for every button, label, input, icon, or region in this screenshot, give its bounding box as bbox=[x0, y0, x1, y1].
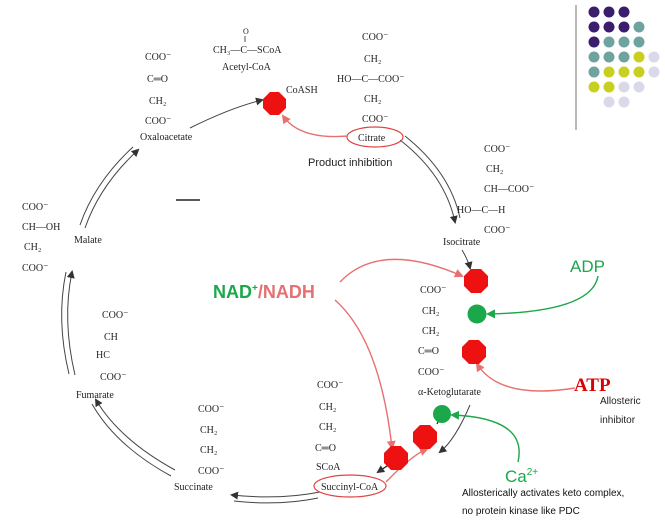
arrow-fumarate-to-malate bbox=[66, 270, 76, 376]
svg-text:CH₂: CH₂ bbox=[24, 242, 41, 253]
nad-nadh-label: NAD+/NADH bbox=[213, 282, 315, 302]
svg-text:COO⁻: COO⁻ bbox=[484, 225, 510, 236]
svg-text:CH₂: CH₂ bbox=[319, 402, 336, 413]
calcium-note-line2: no protein kinase like PDC bbox=[462, 506, 580, 517]
arrow-isocitrate-to-akg bbox=[461, 249, 473, 270]
akg-dh-octagon-upper bbox=[413, 425, 437, 449]
arrow-succinylcoa-to-succinate bbox=[230, 491, 321, 500]
alpha-ketoglutarate: COO⁻ CH₂ CH₂ C═O COO⁻ α-Ketoglutarate bbox=[418, 285, 482, 398]
nad-to-isocitrate-dh-arrow bbox=[339, 258, 464, 283]
arrow-oxaloacetate-to-citrate bbox=[189, 97, 264, 129]
svg-text:C═O: C═O bbox=[315, 443, 336, 454]
svg-text:CH₂: CH₂ bbox=[200, 425, 217, 436]
svg-text:CH₂: CH₂ bbox=[364, 94, 381, 105]
allosteric-inhibitor-label-line2: inhibitor bbox=[600, 415, 636, 426]
svg-text:Citrate: Citrate bbox=[358, 133, 386, 144]
svg-text:Succinyl-CoA: Succinyl-CoA bbox=[321, 482, 379, 493]
arrow-akg-to-succinylcoa bbox=[438, 404, 471, 454]
nad-to-akg-dh-arrow bbox=[334, 299, 396, 450]
svg-text:COO⁻: COO⁻ bbox=[317, 380, 343, 391]
citrate: COO⁻ CH₂ HO—C—COO⁻ CH₂ COO⁻ Citrate bbox=[337, 32, 405, 148]
svg-text:CH₂: CH₂ bbox=[364, 54, 381, 65]
succinyl-coa-highlight-ellipse bbox=[313, 474, 387, 498]
decorative-dot-grid bbox=[575, 5, 660, 130]
akg-dh-octagon bbox=[462, 340, 486, 364]
atp-inhibition-arrow bbox=[475, 362, 576, 392]
svg-text:HC: HC bbox=[96, 350, 110, 361]
svg-text:COO⁻: COO⁻ bbox=[145, 52, 171, 63]
svg-text:CH—COO⁻: CH—COO⁻ bbox=[484, 184, 534, 195]
svg-text:Succinate: Succinate bbox=[174, 482, 213, 493]
akg-dh-activation-site bbox=[433, 405, 451, 423]
calcium-label: Ca2+ bbox=[505, 467, 538, 486]
arrow-malate-to-oxaloacetate bbox=[84, 148, 140, 229]
svg-text:COO⁻: COO⁻ bbox=[22, 263, 48, 274]
activation-arrows bbox=[450, 275, 599, 463]
svg-text:COO⁻: COO⁻ bbox=[100, 372, 126, 383]
coash-label: CoASH bbox=[286, 85, 318, 96]
succinate: COO⁻ CH₂ CH₂ COO⁻ Succinate bbox=[174, 404, 224, 493]
regulatory-markers bbox=[263, 92, 488, 470]
malate: COO⁻ CH—OH CH₂ COO⁻ Malate bbox=[22, 202, 102, 274]
inhibition-arrows bbox=[281, 114, 576, 483]
citrate-synthase-inhibitor-octagon bbox=[263, 92, 286, 115]
svg-text:COO⁻: COO⁻ bbox=[22, 202, 48, 213]
svg-text:COO⁻: COO⁻ bbox=[420, 285, 446, 296]
svg-text:SCoA: SCoA bbox=[316, 462, 341, 473]
isocitrate-dh-octagon bbox=[464, 269, 488, 293]
svg-text:C═O: C═O bbox=[418, 346, 439, 357]
svg-text:O: O bbox=[243, 27, 249, 36]
svg-text:C═O: C═O bbox=[147, 74, 168, 85]
svg-text:CH: CH bbox=[104, 332, 118, 343]
calcium-note-line1: Allosterically activates keto complex, bbox=[462, 488, 624, 499]
svg-text:COO⁻: COO⁻ bbox=[362, 114, 388, 125]
svg-text:Oxaloacetate: Oxaloacetate bbox=[140, 132, 193, 143]
svg-text:COO⁻: COO⁻ bbox=[484, 144, 510, 155]
allosteric-inhibitor-label-line1: Allosteric bbox=[600, 396, 641, 407]
svg-text:COO⁻: COO⁻ bbox=[418, 367, 444, 378]
svg-text:CH₂: CH₂ bbox=[422, 306, 439, 317]
succinyl-coa-feedback-arrow bbox=[385, 447, 429, 483]
svg-text:Isocitrate: Isocitrate bbox=[443, 237, 481, 248]
svg-text:CH₂: CH₂ bbox=[319, 422, 336, 433]
svg-text:HO—C—COO⁻: HO—C—COO⁻ bbox=[337, 74, 405, 85]
svg-text:CH₂: CH₂ bbox=[486, 164, 503, 175]
oxaloacetate: COO⁻ C═O CH₂ COO⁻ Oxaloacetate bbox=[140, 52, 193, 143]
product-inhibition-label: Product inhibition bbox=[308, 157, 392, 169]
ca-activation-arrow bbox=[450, 410, 520, 463]
svg-text:CH₂: CH₂ bbox=[200, 445, 217, 456]
atp-label: ATP bbox=[574, 375, 611, 396]
svg-text:Fumarate: Fumarate bbox=[76, 390, 114, 401]
svg-text:COO⁻: COO⁻ bbox=[198, 404, 224, 415]
svg-text:Acetyl-CoA: Acetyl-CoA bbox=[222, 62, 272, 73]
succinyl-coa: COO⁻ CH₂ CH₂ C═O SCoA Succinyl-CoA bbox=[313, 380, 387, 498]
arrow-succinate-to-fumarate bbox=[94, 398, 176, 471]
acetyl-coa: O CH₃—C—SCoA Acetyl-CoA bbox=[213, 27, 282, 73]
arrow-citrate-to-isocitrate bbox=[399, 139, 458, 224]
svg-text:HO—C—H: HO—C—H bbox=[457, 205, 505, 216]
adp-activation-arrow bbox=[486, 275, 599, 319]
svg-text:CH₂: CH₂ bbox=[149, 96, 166, 107]
fumarate: COO⁻ CH HC COO⁻ Fumarate bbox=[76, 310, 128, 401]
cycle-arrows bbox=[61, 97, 473, 504]
isocitrate-dh-activation-site bbox=[467, 304, 487, 324]
svg-text:CH₂: CH₂ bbox=[422, 326, 439, 337]
svg-text:CH₃—C—SCoA: CH₃—C—SCoA bbox=[213, 45, 282, 56]
svg-text:COO⁻: COO⁻ bbox=[362, 32, 388, 43]
svg-text:COO⁻: COO⁻ bbox=[198, 466, 224, 477]
citrate-highlight-ellipse bbox=[346, 126, 404, 148]
product-inhibition-arrow bbox=[281, 114, 349, 138]
svg-text:CH—OH: CH—OH bbox=[22, 222, 60, 233]
adp-label: ADP bbox=[570, 257, 605, 276]
svg-text:α-Ketoglutarate: α-Ketoglutarate bbox=[418, 387, 482, 398]
svg-text:Malate: Malate bbox=[74, 235, 102, 246]
svg-text:COO⁻: COO⁻ bbox=[145, 116, 171, 127]
akg-dh-octagon-lower bbox=[384, 446, 408, 470]
isocitrate: COO⁻ CH₂ CH—COO⁻ HO—C—H COO⁻ Isocitrate bbox=[443, 144, 534, 248]
svg-text:COO⁻: COO⁻ bbox=[102, 310, 128, 321]
